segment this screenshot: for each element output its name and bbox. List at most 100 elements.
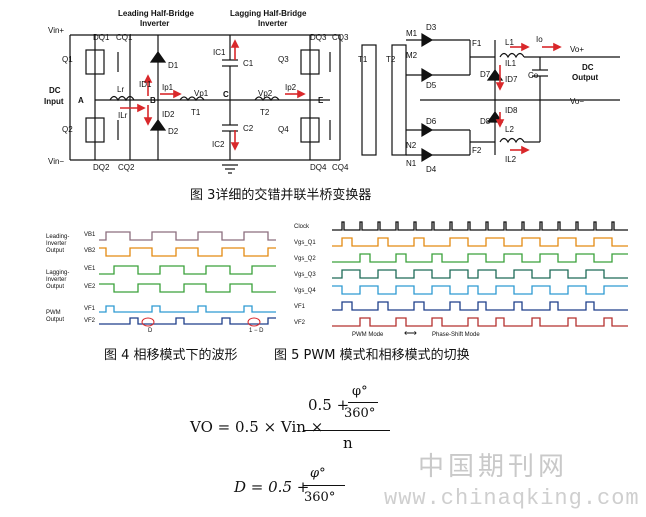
vb2-label: VB2 — [84, 248, 96, 254]
figure4-caption: 图 4 相移模式下的波形 — [104, 348, 238, 363]
d-duty-label: D — [148, 328, 153, 334]
pwm-phase-shift-switching: Clock Vgs_Q1 Vgs_Q2 Vgs_Q3 Vgs_Q4 VF1 VF… — [294, 221, 628, 338]
leading-group-label-2: Inverter — [46, 241, 66, 247]
vo-minus-label: Vo− — [570, 97, 584, 106]
dc-output-label-2: Output — [572, 73, 599, 82]
lr-label: Lr — [117, 85, 124, 94]
vo-phi: φ° — [352, 384, 368, 399]
leading-inverter-title: Leading Half-Bridge — [118, 9, 195, 18]
watermark-chinese: 中国期刊网 — [418, 452, 569, 482]
vin-minus-label: Vin− — [48, 157, 64, 166]
pwm-group-label-2: Output — [46, 317, 64, 323]
vf2-label: VF2 — [84, 318, 96, 324]
d-phi: φ° — [310, 466, 326, 481]
f2-label: F2 — [472, 146, 482, 155]
phase-shift-mode-label: Phase-Shift Mode — [432, 332, 480, 338]
dq1-label: DQ1 — [93, 33, 110, 42]
q3-label: Q3 — [278, 55, 289, 64]
ilr-label: ILr — [118, 111, 128, 120]
vo-360: 360° — [344, 406, 376, 421]
c1-label: C1 — [243, 59, 254, 68]
vb1-label: VB1 — [84, 232, 96, 238]
d3-label: D3 — [426, 23, 437, 32]
pwm-mode-label: PWM Mode — [352, 332, 384, 338]
vo-equation-num: 0.5 + — [308, 396, 350, 414]
d-equation-lhs: D = 0.5 + — [234, 478, 310, 496]
vgs-q1-label: Vgs_Q1 — [294, 240, 316, 246]
ve1-label: VE1 — [84, 266, 96, 272]
f1-label: F1 — [472, 39, 482, 48]
t2-right-label: T2 — [386, 55, 396, 64]
ip2-label: Ip2 — [285, 83, 297, 92]
one-minus-d-label: 1 − D — [249, 328, 264, 334]
dq2-label: DQ2 — [93, 163, 110, 172]
il2-label: IL2 — [505, 155, 517, 164]
vgs-q3-label: Vgs_Q3 — [294, 272, 316, 278]
vo-equation-lhs: VO = 0.5 × Vin × — [190, 418, 324, 436]
d7-label: D7 — [480, 70, 491, 79]
l2-label: L2 — [505, 125, 514, 134]
l1-label: L1 — [505, 38, 514, 47]
m2-label: M2 — [406, 51, 418, 60]
watermark-url: www.chinaqking.com — [384, 486, 640, 511]
cq3-label: CQ3 — [332, 33, 349, 42]
cq2-label: CQ2 — [118, 163, 135, 172]
dq4-label: DQ4 — [310, 163, 327, 172]
vgs-q2-label: Vgs_Q2 — [294, 256, 316, 262]
interleaved-half-bridge-circuit: Leading Half-Bridge Inverter Lagging Hal… — [44, 9, 620, 174]
dc-input-label: DC — [49, 86, 61, 95]
leading-inverter-subtitle: Inverter — [140, 19, 169, 28]
node-b-label: B — [150, 96, 156, 105]
clock-label: Clock — [294, 224, 310, 230]
mode-arrow: ⟷ — [404, 328, 417, 338]
lagging-inverter-title: Lagging Half-Bridge — [230, 9, 307, 18]
lagging-inverter-subtitle: Inverter — [258, 19, 287, 28]
cq4-label: CQ4 — [332, 163, 349, 172]
n2-label: N2 — [406, 141, 417, 150]
id7-label: ID7 — [505, 75, 518, 84]
d-fraction-bar — [303, 485, 345, 486]
cq1-label: CQ1 — [116, 33, 133, 42]
ve2-label: VE2 — [84, 284, 96, 290]
vf1-label: VF1 — [294, 304, 306, 310]
il1-label: IL1 — [505, 59, 517, 68]
d2-label: D2 — [168, 127, 179, 136]
d4-label: D4 — [426, 165, 437, 174]
d8-label: D8 — [480, 117, 491, 126]
co-label: Co — [528, 71, 539, 80]
vf2-label: VF2 — [294, 320, 306, 326]
vo-n: n — [343, 434, 353, 452]
lagging-group-label-2: Inverter — [46, 277, 66, 283]
dc-input-label-2: Input — [44, 97, 64, 106]
d5-label: D5 — [426, 81, 437, 90]
vo-fraction-bar — [304, 430, 390, 431]
q1-label: Q1 — [62, 55, 73, 64]
q4-label: Q4 — [278, 125, 289, 134]
lagging-group-label-3: Output — [46, 284, 64, 290]
figure5-caption: 图 5 PWM 模式和相移模式的切换 — [274, 348, 470, 363]
dc-output-label: DC — [582, 63, 594, 72]
phi-fraction-bar — [348, 402, 378, 403]
pwm-group-label: PWM — [46, 310, 61, 316]
q2-label: Q2 — [62, 125, 73, 134]
id8-label: ID8 — [505, 106, 518, 115]
ic2-label: IC2 — [212, 140, 225, 149]
d6-label: D6 — [426, 117, 437, 126]
leading-group-label-3: Output — [46, 248, 64, 254]
n1-label: N1 — [406, 159, 417, 168]
vgs-q4-label: Vgs_Q4 — [294, 288, 316, 294]
t1-right-label: T1 — [358, 55, 368, 64]
node-c-label: C — [223, 90, 229, 99]
ic1-label: IC1 — [213, 48, 226, 57]
t2-label: T2 — [260, 108, 270, 117]
vf1-label: VF1 — [84, 306, 96, 312]
node-a-label: A — [78, 96, 84, 105]
dq3-label: DQ3 — [310, 33, 327, 42]
id1-label: ID1 — [139, 80, 152, 89]
id2-label: ID2 — [162, 110, 175, 119]
m1-label: M1 — [406, 29, 418, 38]
io-label: Io — [536, 35, 543, 44]
vp1-label: Vp1 — [194, 89, 209, 98]
vin-plus-label: Vin+ — [48, 26, 64, 35]
ip1-label: Ip1 — [162, 83, 174, 92]
